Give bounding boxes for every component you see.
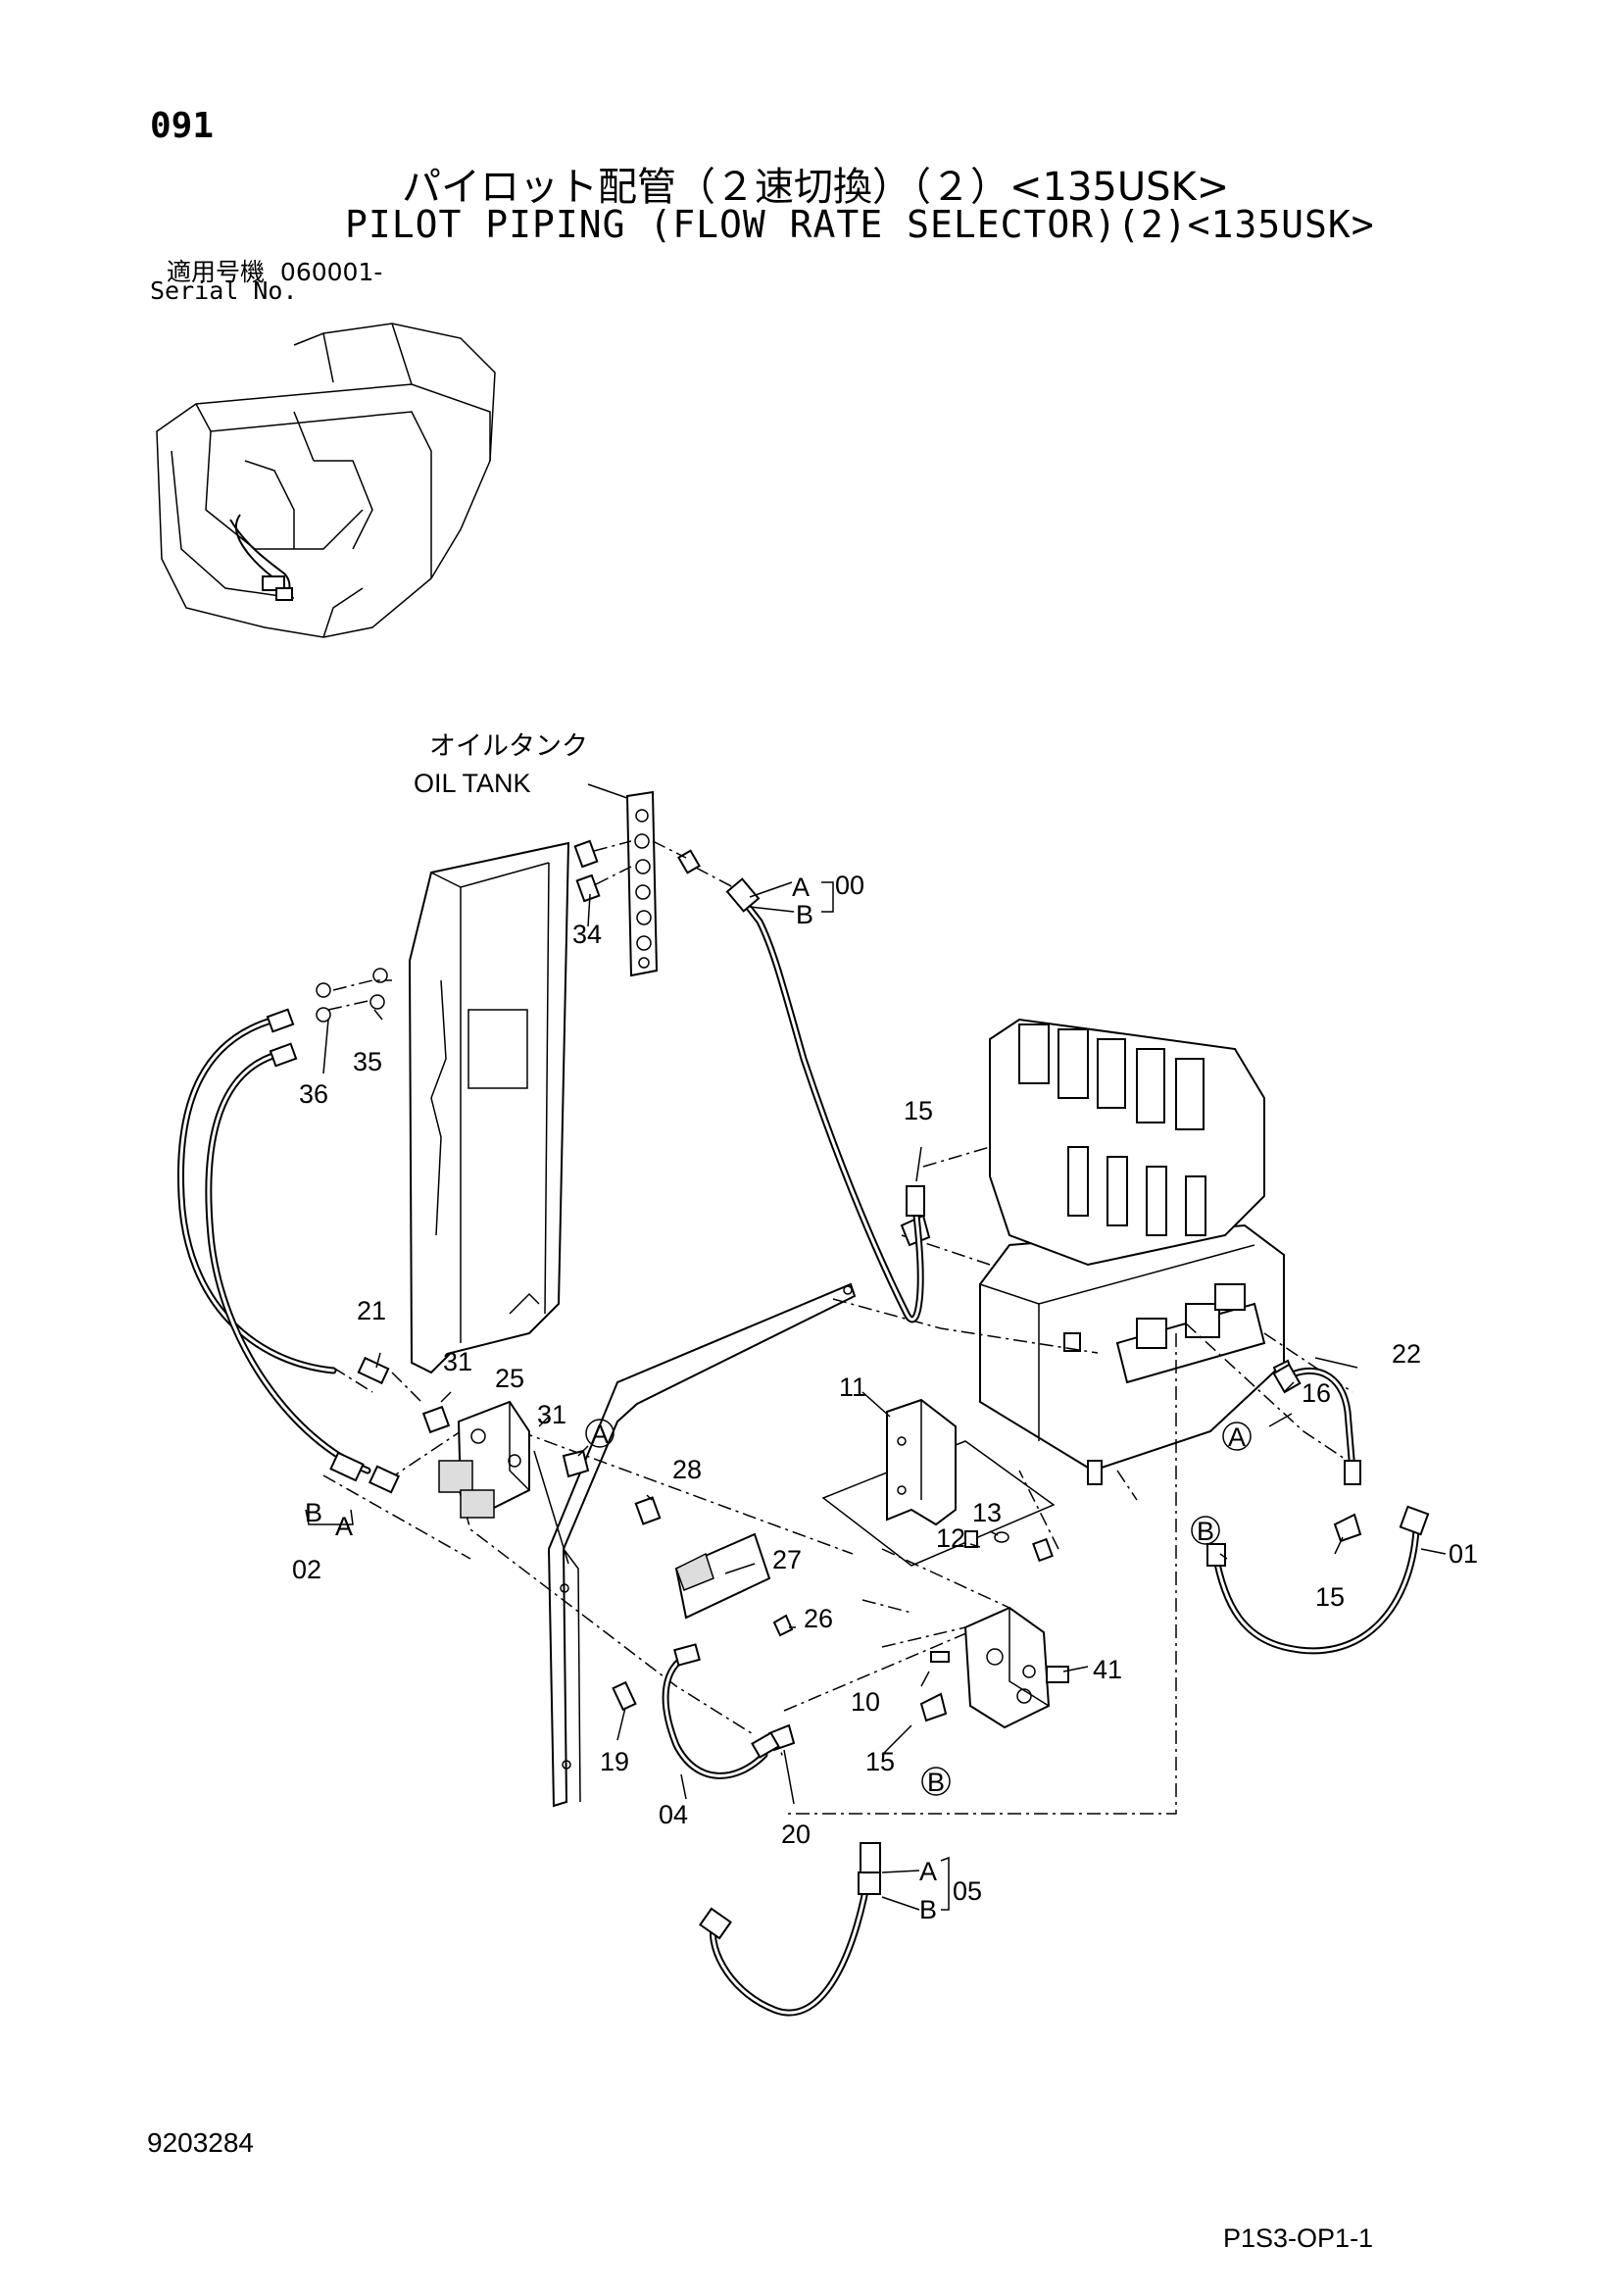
part-label-34: 34: [572, 920, 602, 949]
part-label-10: 10: [851, 1687, 880, 1717]
part-label-13: 13: [972, 1498, 1002, 1527]
serial-label-japanese: 適用号機: [167, 258, 266, 286]
part-label-25: 25: [495, 1364, 524, 1393]
hose-02-end-b: B: [305, 1498, 322, 1527]
part-label-05: 05: [953, 1876, 982, 1906]
part-label-00: 00: [835, 871, 864, 900]
marker-a-control: A: [1228, 1423, 1246, 1452]
part-label-27: 27: [772, 1545, 802, 1574]
support-bracket-long: [533, 1282, 857, 1808]
marker-b-circle: [1191, 1516, 1220, 1545]
marker-a-circle: [585, 1419, 615, 1448]
part-label-11: 11: [839, 1373, 866, 1402]
control-valve-assembly: [979, 1018, 1285, 1485]
selector-valve-41: [919, 1606, 1069, 1729]
serial-line-japanese: 適用号機 060001-: [167, 253, 382, 288]
hose-22: [1272, 1363, 1361, 1485]
part-label-41: 41: [1093, 1655, 1122, 1684]
part-label-21: 21: [357, 1296, 386, 1325]
part-label-31-left: 31: [443, 1347, 472, 1376]
part-label-16: 16: [1302, 1378, 1331, 1408]
part-label-19: 19: [600, 1747, 629, 1776]
part-label-04: 04: [659, 1800, 688, 1829]
oil-tank-label-english: OIL TANK: [414, 769, 531, 798]
serial-label-english: Serial No.: [150, 276, 298, 305]
hose-01: [1206, 1505, 1430, 1655]
hose-00: [725, 877, 925, 1323]
marker-b-circle: [921, 1767, 951, 1796]
part-label-02: 02: [292, 1555, 321, 1584]
part-label-15-right: 15: [1315, 1582, 1345, 1612]
marker-b-selector: B: [927, 1768, 945, 1797]
hose-05-end-a: A: [919, 1857, 937, 1886]
part-label-31-right: 31: [537, 1400, 566, 1429]
leader-lines: [305, 881, 1447, 1911]
page-number: 091: [150, 106, 215, 146]
part-label-01: 01: [1449, 1539, 1478, 1569]
hose-00-end-a: A: [792, 873, 810, 902]
part-label-15-bottom: 15: [865, 1747, 895, 1776]
part-label-35: 35: [353, 1047, 382, 1076]
marker-a-circle: [1222, 1422, 1252, 1451]
serial-value: 060001-: [279, 258, 383, 286]
mounting-bracket-plate: [408, 841, 570, 1374]
document-number: 9203284: [147, 2127, 255, 2158]
adapter-fittings-34: [573, 839, 734, 903]
part-label-12: 12: [936, 1523, 965, 1553]
hoses-02-pair: [176, 968, 401, 1494]
sheet-code: P1S3-OP1-1: [1223, 2223, 1374, 2253]
title-japanese: パイロット配管（２速切換）（２）<135USK>: [402, 165, 1230, 210]
hose-05: [699, 1842, 881, 2017]
marker-b-control: B: [1197, 1517, 1214, 1546]
oil-tank-label-japanese: オイルタンク: [429, 731, 588, 761]
bracket-27-and-bolts: [634, 1496, 1054, 1637]
bracket-11-with-outline: [821, 1398, 1056, 1567]
hose-04: [662, 1643, 780, 1779]
title-english: PILOT PIPING (FLOW RATE SELECTOR)(2)<135…: [345, 203, 1375, 246]
part-label-26: 26: [804, 1604, 833, 1633]
oil-tank-port-plate: [587, 783, 659, 977]
hose-05-end-b: B: [919, 1895, 937, 1924]
marker-a-valve: A: [591, 1420, 609, 1449]
part-label-22: 22: [1392, 1339, 1421, 1369]
hose-02-end-a: A: [335, 1512, 353, 1541]
solenoid-valve-25: [421, 1400, 590, 1519]
part-label-28: 28: [672, 1455, 702, 1484]
part-label-36: 36: [299, 1079, 328, 1109]
part-label-15-top: 15: [904, 1096, 933, 1125]
locator-thumbnail: [156, 323, 496, 638]
circled-connection-markers: [585, 1419, 1252, 1796]
part-label-20: 20: [781, 1820, 811, 1849]
hose-00-end-b: B: [796, 900, 813, 929]
